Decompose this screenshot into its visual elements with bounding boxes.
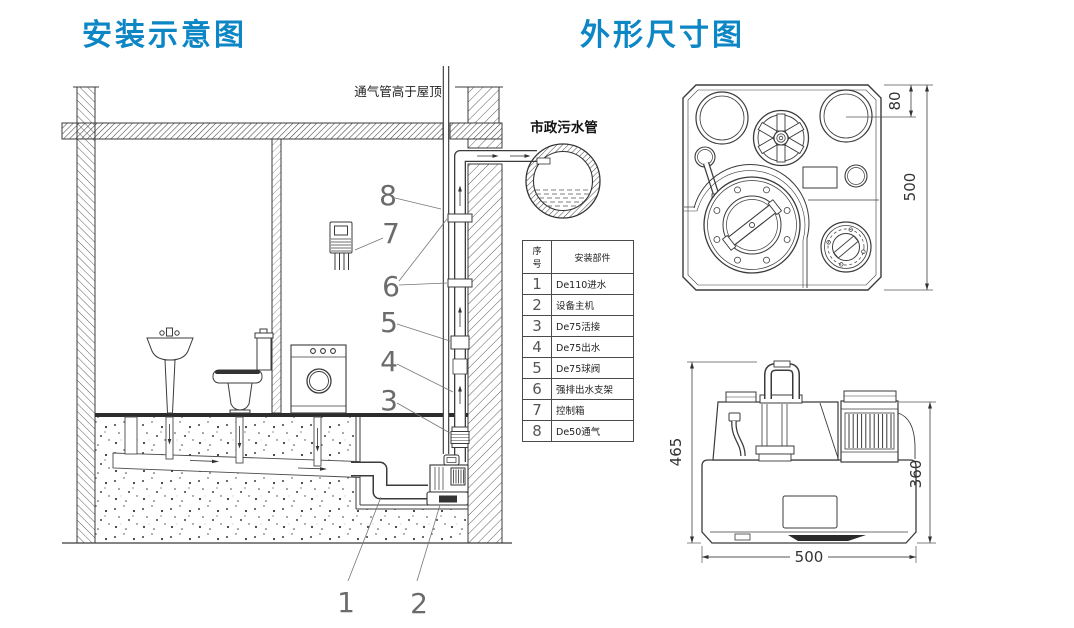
main-flange xyxy=(703,176,801,274)
part-number: 6 xyxy=(522,378,552,400)
dimension-title: 外形尺寸图 xyxy=(580,18,745,53)
toilet-tank xyxy=(256,337,272,371)
part-number: 1 xyxy=(522,273,552,295)
outlet-flange xyxy=(820,221,872,273)
pump-motor xyxy=(450,467,466,486)
part-number: 2 xyxy=(522,294,552,316)
pipe-bracket xyxy=(447,278,473,288)
part-number: 3 xyxy=(522,315,552,337)
lid-circle-left xyxy=(695,91,749,145)
column-header-no: 序号 xyxy=(522,240,552,274)
parts-table-header: 序号 安装部件 xyxy=(522,240,634,274)
part-label: De75出水 xyxy=(551,336,634,358)
pipe-bracket xyxy=(447,213,473,223)
parts-table-row: 4 De75出水 xyxy=(522,336,634,358)
pump-chamber xyxy=(712,401,839,461)
part-label: 控制箱 xyxy=(551,399,634,421)
carry-handle xyxy=(759,360,803,404)
toilet-base xyxy=(227,382,253,411)
lid-circle-right xyxy=(819,89,873,143)
toilet xyxy=(212,328,274,414)
part-label: De75球阀 xyxy=(551,357,634,379)
callout-2: 2 xyxy=(410,587,428,620)
parts-table-row: 3 De75活接 xyxy=(522,315,634,337)
washing-machine xyxy=(290,344,347,414)
water-level xyxy=(535,189,591,207)
parts-table-row: 2 设备主机 xyxy=(522,294,634,316)
pipe-flow-arrows xyxy=(458,154,531,404)
clamp-bar xyxy=(721,199,783,251)
part-label: De50通气 xyxy=(551,420,634,442)
part-number: 7 xyxy=(522,399,552,421)
inlet-elbow xyxy=(350,461,428,500)
part-label: 设备主机 xyxy=(551,294,634,316)
control-box xyxy=(329,221,353,270)
dim-side-length: 500 xyxy=(795,548,824,566)
parts-table-body: 1 De110进水 2 设备主机 3 De75活接 4 De75出水 5 De7… xyxy=(522,273,634,442)
sink xyxy=(146,327,194,414)
outlet-pipe-sleeve xyxy=(452,358,468,375)
ball-valve xyxy=(450,335,470,350)
dim-top-depth: 80 xyxy=(886,91,904,110)
dimension-diagram: 80 500 465 360 500 xyxy=(667,84,936,566)
building-structure xyxy=(61,86,512,544)
part-number: 5 xyxy=(522,357,552,379)
motor-housing xyxy=(840,390,916,463)
parts-table-row: 6 强排出水支架 xyxy=(522,378,634,400)
side-view xyxy=(701,360,917,544)
dimension-annotations xyxy=(687,84,936,563)
parts-table-row: 8 De50通气 xyxy=(522,420,634,442)
junction-box xyxy=(802,166,838,189)
installation-title: 安装示意图 xyxy=(82,18,247,53)
callout-8: 8 xyxy=(379,179,397,212)
flow-arrows xyxy=(167,424,327,471)
internal-hose xyxy=(728,412,746,457)
callout-1: 1 xyxy=(337,586,355,619)
control-box-display xyxy=(334,225,348,236)
dim-side-total-height: 465 xyxy=(667,438,685,467)
tank-base xyxy=(701,459,917,544)
pipe-union xyxy=(450,426,470,448)
part-number: 8 xyxy=(522,420,552,442)
callout-4: 4 xyxy=(380,345,398,378)
part-label: 强排出水支架 xyxy=(551,378,634,400)
floor-line xyxy=(95,413,468,417)
sewer-label: 市政污水管 xyxy=(530,119,598,136)
callout-3: 3 xyxy=(380,384,398,417)
discharge-pipe xyxy=(447,150,538,462)
faucet-knob xyxy=(159,330,165,336)
dim-top-width: 500 xyxy=(901,173,919,202)
parts-table-row: 7 控制箱 xyxy=(522,399,634,421)
parts-table-row: 5 De75球阀 xyxy=(522,357,634,379)
parts-table-row: 1 De110进水 xyxy=(522,273,634,295)
pump-unit xyxy=(426,454,469,506)
drain-pipes xyxy=(112,416,361,478)
vent-note: 通气管高于屋顶 xyxy=(354,84,442,99)
callout-5: 5 xyxy=(380,306,398,339)
part-number: 4 xyxy=(522,336,552,358)
impeller-wheel xyxy=(752,109,810,167)
sink-pedestal xyxy=(164,359,176,414)
underground-concrete xyxy=(95,417,468,541)
callouts: 1 2 3 4 5 6 7 8 xyxy=(337,179,454,620)
parts-table: 序号 安装部件 1 De110进水 2 设备主机 3 De75活接 4 De75… xyxy=(522,240,634,442)
part-label: De75活接 xyxy=(551,315,634,337)
callout-6: 6 xyxy=(382,270,400,303)
top-view xyxy=(682,84,882,291)
faucet-knob xyxy=(174,330,180,336)
callout-leaders xyxy=(347,197,454,582)
dim-side-body-height: 360 xyxy=(907,460,925,489)
municipal-sewer-pipe xyxy=(525,143,601,219)
installation-diagram: 通气管高于屋顶 市政污水管 1 2 3 4 5 xyxy=(61,64,601,620)
faucet-spout xyxy=(166,327,173,337)
base-panel xyxy=(782,495,838,529)
callout-7: 7 xyxy=(382,217,400,250)
column-header-part: 安装部件 xyxy=(551,240,634,274)
part-label: De110进水 xyxy=(551,273,634,295)
small-cap xyxy=(844,164,868,188)
sink-bowl xyxy=(146,337,194,361)
